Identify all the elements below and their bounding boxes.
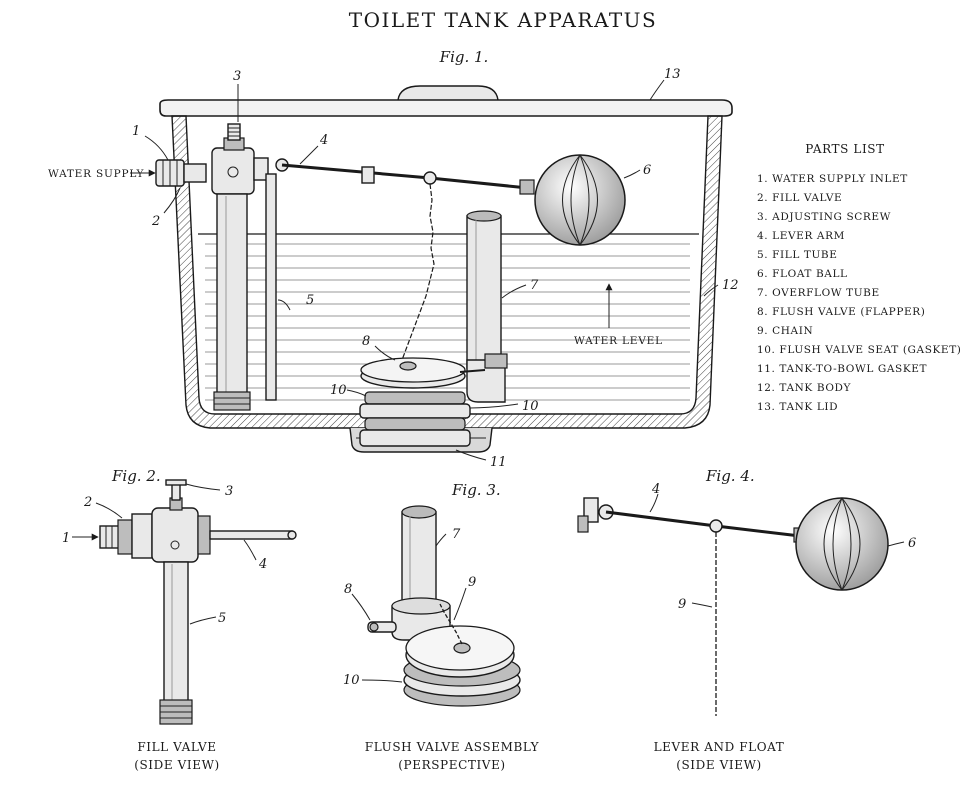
parts-list: PARTS LIST 1. WATER SUPPLY INLET 2. FILL… [757,142,962,413]
parts-list-item: 2. FILL VALVE [757,192,842,204]
fig3-callout: 7 [452,527,461,542]
inlet-nut [183,163,207,183]
lever-pivot [423,171,437,185]
parts-list-item: 1. WATER SUPPLY INLET [757,173,908,185]
lever-clamp [361,166,375,184]
refill-rod [265,173,277,401]
fig2-callout: 5 [218,611,226,626]
fig4-lever-float: Fig. 4. 4 6 9 LEVER AND FLOAT (SIDE VIEW… [577,467,916,772]
parts-list-item: 5. FILL TUBE [757,249,838,261]
fig3-chain [439,603,463,645]
parts-list-item: 7. OVERFLOW TUBE [757,287,880,299]
fig4-callout: 4 [651,482,660,497]
lever-arm [281,163,529,190]
parts-list-item: 4. LEVER ARM [757,230,845,242]
parts-list-heading: PARTS LIST [805,142,884,156]
fig3-callout: 9 [468,575,476,590]
fig1-callout: 10 [522,399,539,414]
fig2-callout: 3 [225,484,233,499]
parts-list-item: 9. CHAIN [757,325,813,337]
parts-list-item: 12. TANK BODY [757,382,852,394]
fig1-callout: 6 [643,163,651,178]
fig2-caption-sub: (SIDE VIEW) [134,758,220,772]
page-title: TOILET TANK APPARATUS [349,8,657,32]
fig4-float-ball [795,497,889,591]
parts-list-item: 8. FLUSH VALVE (FLAPPER) [757,306,925,318]
parts-list-item: 10. FLUSH VALVE SEAT (GASKET) [757,344,962,356]
fig2-fill-valve: Fig. 2. 1 2 3 4 5 FILL VALVE [62,467,297,772]
valve-side-port [253,157,269,181]
fig1-callout: 1 [132,124,140,139]
fill-tube [216,193,248,395]
fig2-valve-body [151,507,199,563]
float-ball [534,154,626,246]
fig1-label: Fig. 1. [439,48,489,66]
fig2-callout: 4 [258,557,267,572]
fig3-caption: FLUSH VALVE ASSEMBLY [365,740,540,754]
fig1-callout: 3 [233,69,241,84]
fig4-caption-sub: (SIDE VIEW) [676,758,762,772]
fig2-arm [209,530,293,540]
fig3-caption-sub: (PERSPECTIVE) [398,758,505,772]
tank-lid-handle [397,85,499,101]
fig1-callout: 12 [722,278,739,293]
tank-body-wall [171,115,723,429]
fig4-callout: 9 [678,597,686,612]
fig1-callout: 7 [530,278,539,293]
fig4-caption: LEVER AND FLOAT [654,740,785,754]
fig2-nut [131,513,153,559]
fig2-label: Fig. 2. [111,467,161,485]
water-level-label: WATER LEVEL [574,335,663,347]
parts-list-item: 3. ADJUSTING SCREW [757,211,891,223]
fig1-callout: 11 [490,455,507,470]
overflow-tube [466,215,502,369]
water-supply-label: WATER SUPPLY [48,168,144,180]
fig2-callout: 1 [62,531,70,546]
fig1-callout: 5 [306,293,314,308]
fig2-fill-tube [163,561,189,703]
chain [401,183,435,361]
fig3-label: Fig. 3. [451,481,501,499]
fig4-label: Fig. 4. [705,467,755,485]
fig4-callout: 6 [908,536,916,551]
parts-list-item: 6. FLOAT BALL [757,268,848,280]
fill-valve-body [211,147,255,195]
fig2-adjusting-screw [171,483,181,501]
fig1-leaders [144,79,719,461]
valve-seat [359,403,471,419]
tank-lid [159,99,733,117]
fig2-caption: FILL VALVE [137,740,216,754]
fig1-callout: 8 [362,334,370,349]
valve-seat-gasket [364,391,466,405]
fig1-tank-section: WATER SUPPLY WATER LEVEL 1 2 3 4 5 6 7 [48,67,739,470]
fig4-pivot [709,519,723,533]
tank-bowl-gasket [364,417,466,431]
parts-list-item: 13. TANK LID [757,401,838,413]
fill-tube-thread [213,391,251,411]
fig1-callout: 13 [664,67,681,82]
fig3-overflow-tube [401,511,437,613]
fig1-callout: 2 [151,214,160,229]
fig3-callout: 10 [343,673,360,688]
fig4-lever-arm [605,510,801,538]
fig2-inlet [99,525,121,549]
fig3-flush-valve: Fig. 3. 7 8 9 10 FLUSH VALVE ASSEMBLY (P… [343,481,540,772]
parts-list-item: 11. TANK-TO-BOWL GASKET [757,363,927,375]
fig1-callout: 10 [330,383,347,398]
fig2-callout: 2 [83,495,92,510]
fig1-callout: 4 [319,133,328,148]
fig3-callout: 8 [344,582,352,597]
